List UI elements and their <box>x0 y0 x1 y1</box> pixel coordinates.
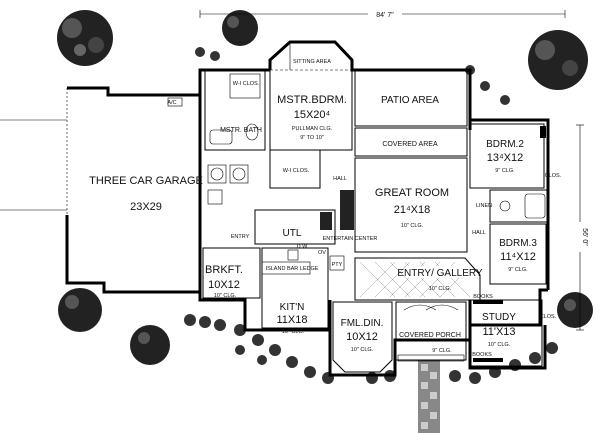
covered-porch: COVERED PORCH 9" CLG. <box>395 301 467 362</box>
breakfast-ceiling: 10" CLG. <box>214 293 237 299</box>
ov-label: OV <box>318 250 326 256</box>
bedroom-3-ceiling: 9" CLG. <box>508 267 528 273</box>
overall-width-label: 84' 7" <box>376 12 394 19</box>
master-bath: W-I CLOS. MSTR. BATH <box>204 69 266 151</box>
great-room-ceiling: 10" CLG. <box>401 223 424 229</box>
garage: THREE CAR GARAGE 23X29 <box>0 86 203 294</box>
books-bottom-label: BOOKS <box>472 352 492 358</box>
kitchen: ISLAND BAR LEDGE KIT'N 11X18 10" CLG. <box>261 247 345 335</box>
breakfast: BRKFT. 10X12 10" CLG. <box>202 247 261 299</box>
hall-bath <box>489 189 549 223</box>
sitting-area-label: SITTING AREA <box>293 59 331 65</box>
landscaping <box>57 10 593 433</box>
tree-icon <box>222 10 258 46</box>
tree-icon <box>528 30 588 90</box>
formal-dining-name: FML.DIN. <box>341 318 384 329</box>
entry-gallery-name: ENTRY/ GALLERY <box>397 268 483 279</box>
kitchen-name: KIT'N <box>280 302 305 313</box>
wi-closet-lower: W-I CLOS. <box>269 149 321 189</box>
study-size: 11'X13 <box>482 326 515 338</box>
master-bedroom-ceiling-2: 9" TO 10" <box>300 135 324 141</box>
entry-gallery: ENTRY/ GALLERY 10" CLG. <box>354 257 483 301</box>
formal-dining: FML.DIN. 10X12 10" CLG. <box>332 301 393 373</box>
tree-icon <box>58 288 102 332</box>
master-bedroom-name: MSTR.BDRM. <box>277 94 347 106</box>
study: BOOKS STUDY 11'X13 10" CLG. BOOKS <box>469 294 543 367</box>
dimension-right: 56' 0" <box>576 124 588 331</box>
ac-label: A/C <box>167 100 176 106</box>
master-bedroom-size: 15X20⁴ <box>294 109 331 121</box>
clos-study-label: CLOS. <box>540 314 557 320</box>
bedroom-3: BDRM.3 11⁴X12 9" CLG. <box>489 223 547 285</box>
breakfast-name: BRKFT. <box>205 264 243 276</box>
laundry-fixtures <box>207 164 249 205</box>
hall-upper-label: HALL <box>333 176 347 182</box>
wi-closet-lower-label: W-I CLOS. <box>283 168 310 174</box>
overall-depth-label: 56' 0" <box>581 228 588 246</box>
hall-right-label: HALL <box>472 230 486 236</box>
covered-porch-name: COVERED PORCH <box>399 332 461 339</box>
dw-label: D W <box>297 244 309 250</box>
dimension-top: 84' 7" <box>199 8 566 19</box>
bedroom-3-name: BDRM.3 <box>499 238 537 249</box>
bedroom-2-size: 13⁴X12 <box>487 152 524 164</box>
garage-name: THREE CAR GARAGE <box>89 175 203 187</box>
bedroom-2: BDRM.2 13⁴X12 9" CLG. <box>469 123 546 189</box>
clos-bdrm2-label: CLOS. <box>545 173 562 179</box>
breakfast-size: 10X12 <box>208 279 240 291</box>
books-top-label: BOOKS <box>473 294 493 300</box>
tree-icon <box>57 10 113 66</box>
garage-size: 23X29 <box>130 201 162 213</box>
bedroom-3-size: 11⁴X12 <box>500 251 536 263</box>
master-bedroom: SITTING AREA MSTR.BDRM. 15X20⁴ PULLMAN C… <box>269 41 353 151</box>
patio-area: PATIO AREA <box>354 69 468 127</box>
entry-gallery-ceiling: 10" CLG. <box>429 286 452 292</box>
walkway <box>418 360 440 433</box>
great-room-name: GREAT ROOM <box>375 187 449 199</box>
kitchen-ceiling: 10" CLG. <box>282 329 305 335</box>
great-room: GREAT ROOM 21⁴X18 10" CLG. <box>340 157 468 253</box>
patio-label: PATIO AREA <box>381 95 439 106</box>
covered-area-label: COVERED AREA <box>382 141 438 148</box>
island-label: ISLAND BAR LEDGE <box>266 266 319 272</box>
formal-dining-ceiling: 10" CLG. <box>351 347 374 353</box>
wi-closet-top-label: W-I CLOS. <box>233 81 260 87</box>
great-room-size: 21⁴X18 <box>394 204 431 216</box>
entertain-center-label: ENTERTAIN CENTER <box>323 236 378 242</box>
entry-side-label: ENTRY <box>231 234 250 240</box>
tree-icon <box>130 325 170 365</box>
utility: UTL <box>254 209 336 245</box>
covered-area: COVERED AREA <box>354 127 468 157</box>
tree-icon <box>557 292 593 328</box>
kitchen-size: 11X18 <box>277 314 308 326</box>
utility-label: UTL <box>283 228 302 239</box>
pty-label: PTY <box>332 262 343 268</box>
study-ceiling: 10" CLG. <box>488 342 511 348</box>
bedroom-2-name: BDRM.2 <box>486 139 524 150</box>
master-bedroom-ceiling-1: PULLMAN CLG. <box>292 126 333 132</box>
covered-porch-ceiling: 9" CLG. <box>432 348 452 354</box>
master-bath-label: MSTR. BATH <box>220 127 262 134</box>
bedroom-2-ceiling: 9" CLG. <box>495 168 515 174</box>
formal-dining-size: 10X12 <box>346 331 378 343</box>
linen-label: LINEN <box>476 203 492 209</box>
study-name: STUDY <box>482 312 516 323</box>
